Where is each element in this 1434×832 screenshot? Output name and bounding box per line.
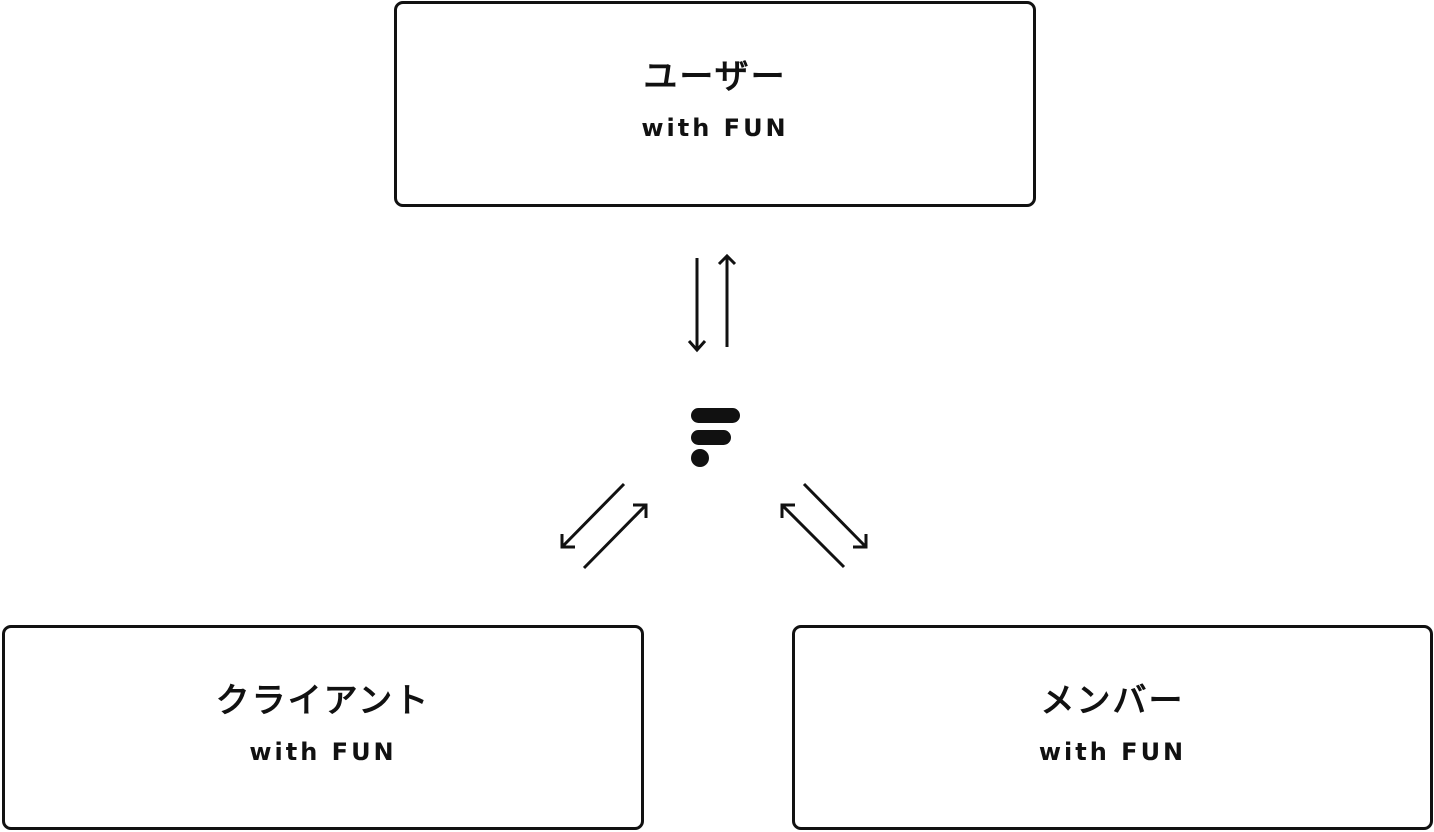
member-node-subtitle: with FUN bbox=[1038, 737, 1187, 766]
arrow-center-to-client bbox=[560, 482, 626, 549]
client-node-subtitle: with FUN bbox=[249, 737, 397, 766]
client-node: クライアント with FUN bbox=[2, 625, 644, 830]
fun-logo-icon bbox=[691, 408, 740, 467]
user-node-title: ユーザー bbox=[643, 57, 787, 97]
arrow-client-to-center bbox=[582, 503, 648, 570]
arrow-member-to-center bbox=[780, 503, 846, 569]
arrow-center-to-member bbox=[802, 482, 868, 549]
user-node-subtitle: with FUN bbox=[641, 114, 789, 142]
arrow-user-to-center bbox=[687, 258, 707, 353]
member-node-title: メンバー bbox=[1040, 680, 1185, 721]
client-node-title: クライアント bbox=[215, 680, 431, 721]
arrow-center-to-user bbox=[717, 253, 737, 347]
member-node: メンバー with FUN bbox=[792, 625, 1433, 830]
user-node: ユーザー with FUN bbox=[394, 1, 1036, 207]
